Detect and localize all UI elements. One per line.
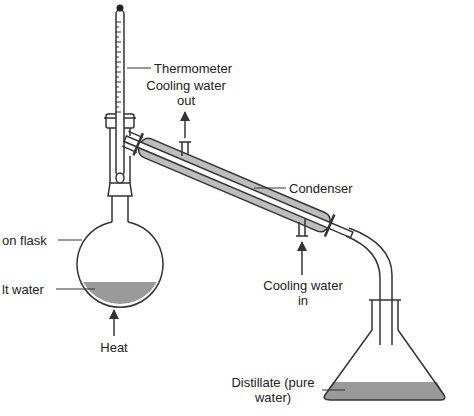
adapter — [346, 236, 380, 345]
part-label: on flask — [2, 233, 62, 248]
scale-tick — [116, 72, 121, 73]
scale-tick — [116, 112, 121, 113]
scale-tick — [116, 102, 121, 103]
scale-tick — [116, 27, 119, 28]
scale-tick — [116, 97, 119, 98]
leader-line — [254, 188, 286, 189]
scale-tick — [116, 62, 121, 63]
adapter — [349, 228, 392, 345]
flask-rim — [369, 299, 401, 301]
scale-tick — [116, 107, 119, 108]
scale-tick — [116, 57, 119, 58]
part-label: Cooling water in — [258, 278, 348, 308]
scale-tick — [116, 22, 121, 23]
scale-tick — [116, 77, 119, 78]
scale-tick — [116, 32, 121, 33]
scale-tick — [116, 47, 119, 48]
scale-tick — [116, 42, 121, 43]
thermometer-cap — [117, 5, 124, 12]
scale-tick — [116, 67, 119, 68]
part-label: Condenser — [289, 181, 389, 196]
part-label: Thermometer — [154, 61, 264, 76]
part-label: lt water — [2, 282, 62, 297]
flow-arrow — [184, 112, 186, 138]
leader-line — [322, 390, 345, 391]
heat-arrow — [113, 310, 115, 336]
thermometer-tube — [116, 10, 124, 176]
scale-tick — [116, 37, 119, 38]
flask-neck — [112, 196, 128, 222]
distillate — [324, 382, 445, 400]
water-outlet — [179, 142, 191, 156]
leader-line — [58, 240, 82, 241]
leader-line — [127, 68, 151, 69]
scale-tick — [116, 52, 121, 53]
part-label: Cooling water out — [140, 78, 232, 108]
thermometer-bulb — [116, 173, 124, 183]
water-inlet — [296, 219, 308, 236]
flow-arrow — [301, 242, 303, 275]
leader-line — [56, 289, 95, 290]
part-label: Distillate (pure water) — [226, 375, 320, 405]
part-label: Heat — [94, 340, 134, 355]
conical-flask — [324, 300, 445, 400]
thermometer-scale — [116, 22, 121, 112]
scale-tick — [116, 82, 121, 83]
distillation-flask — [77, 222, 163, 307]
scale-tick — [116, 92, 121, 93]
scale-tick — [116, 87, 119, 88]
ground-joint — [108, 183, 132, 196]
